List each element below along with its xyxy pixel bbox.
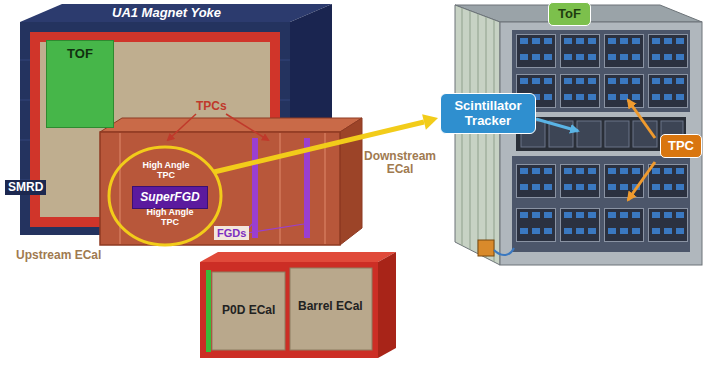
part-label: Upstream ECal bbox=[16, 249, 101, 262]
part-label: Barrel ECal bbox=[298, 300, 363, 313]
node-label: ToF bbox=[558, 7, 581, 22]
tof-panel: TOF bbox=[46, 40, 114, 128]
node-label: SuperFGD bbox=[140, 191, 199, 204]
part-label: FGDs bbox=[214, 226, 249, 240]
part-label: TPCs bbox=[196, 100, 227, 113]
callout-box: Scintillator Tracker bbox=[440, 93, 536, 134]
callout-box: ToF bbox=[548, 2, 591, 26]
part-label: Downstream ECal bbox=[364, 150, 436, 177]
part-label: P0D ECal bbox=[222, 304, 275, 317]
callout-box: TPC bbox=[660, 134, 702, 158]
part-label: SMRD bbox=[5, 180, 46, 195]
superfgd-box: SuperFGD bbox=[132, 186, 208, 209]
node-label: TOF bbox=[67, 47, 93, 62]
part-label: UA1 Magnet Yoke bbox=[112, 6, 221, 21]
part-label: High Angle TPC bbox=[142, 207, 198, 227]
node-label: TPC bbox=[668, 139, 694, 154]
part-label: High Angle TPC bbox=[138, 160, 194, 180]
node-label: Scintillator Tracker bbox=[448, 99, 528, 128]
